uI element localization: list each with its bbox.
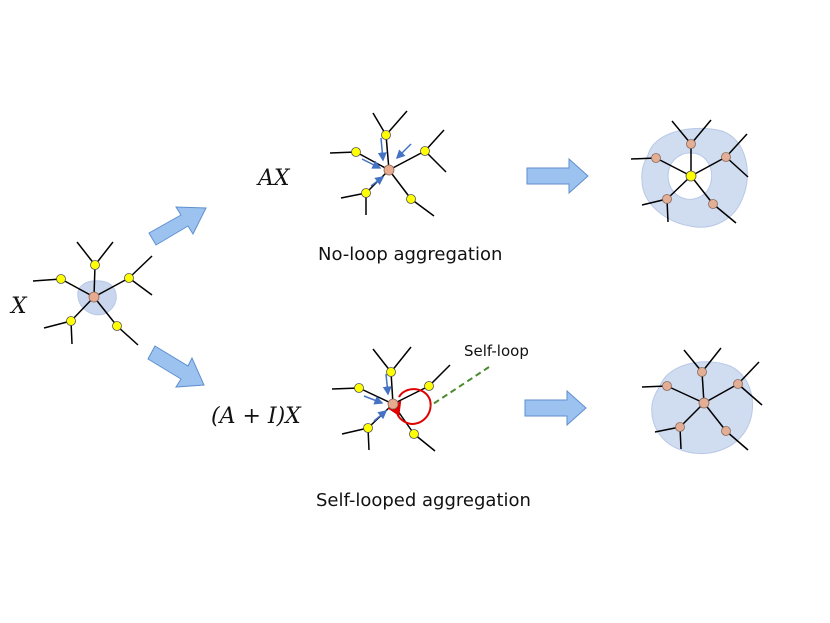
- self-loop-caption: Self-looped aggregation: [316, 490, 531, 511]
- self-loop-note: Self-loop: [464, 342, 529, 360]
- self-loop-result-center-node: [698, 397, 710, 409]
- block-arrow-icon: [526, 157, 589, 195]
- no-loop-result-graph: [630, 119, 749, 228]
- block-arrow-icon: [524, 389, 587, 427]
- input-label: X: [11, 294, 27, 319]
- no-loop-graph: [329, 110, 447, 217]
- self-loop-result-neighbor-nodes: [662, 367, 743, 436]
- self-loop-neighbor-nodes: [354, 367, 434, 439]
- self-loop-graph: [331, 346, 490, 452]
- no-loop-formula: AX: [258, 166, 290, 191]
- self-loop-formula: (A + I)X: [211, 404, 301, 429]
- input-center-node: [88, 291, 100, 303]
- no-loop-result-neighbor-nodes: [651, 139, 731, 209]
- no-loop-caption: No-loop aggregation: [318, 244, 503, 265]
- no-loop-result-center-node: [685, 170, 697, 182]
- self-loop-pointer-line: [429, 366, 490, 407]
- self-loop-center-node: [387, 398, 399, 410]
- block-arrow-icon: [148, 206, 207, 246]
- no-loop-neighbor-nodes: [351, 130, 430, 204]
- loop-ring-icon: [387, 388, 432, 425]
- block-arrow-icon: [147, 345, 205, 388]
- small-arrow-icon: [361, 137, 412, 187]
- self-loop-result-graph: [641, 347, 763, 454]
- small-arrow-icon: [363, 373, 392, 422]
- no-loop-center-node: [383, 164, 395, 176]
- input-graph: [32, 241, 153, 346]
- input-neighbor-nodes: [56, 260, 134, 331]
